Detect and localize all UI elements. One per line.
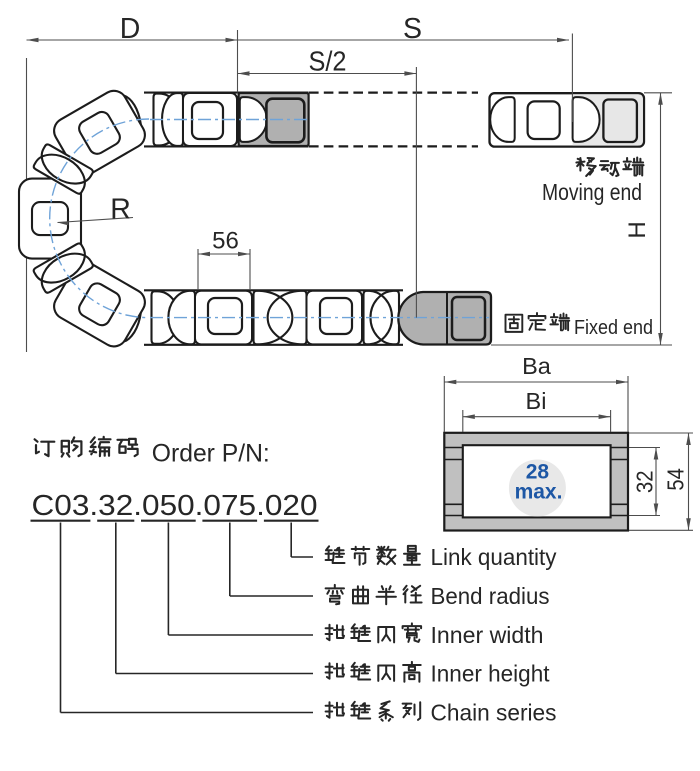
svg-text:Order P/N:: Order P/N:: [152, 440, 270, 467]
svg-text:Link quantity: Link quantity: [431, 544, 557, 570]
svg-text:28: 28: [526, 461, 550, 484]
svg-text:S: S: [403, 13, 422, 45]
svg-text:Inner width: Inner width: [431, 622, 544, 648]
svg-text:Bend radius: Bend radius: [431, 583, 550, 609]
svg-text:S/2: S/2: [309, 46, 347, 77]
svg-text:56: 56: [212, 228, 239, 255]
svg-text:Inner height: Inner height: [431, 661, 551, 687]
svg-text:max.: max.: [515, 481, 563, 504]
svg-text:Moving end: Moving end: [542, 179, 642, 205]
svg-text:H: H: [624, 221, 651, 238]
svg-text:R: R: [110, 194, 131, 226]
svg-text:32: 32: [632, 470, 658, 493]
svg-text:Fixed end: Fixed end: [574, 316, 653, 339]
svg-text:Ba: Ba: [522, 353, 552, 379]
svg-text:D: D: [120, 13, 141, 45]
svg-text:Chain series: Chain series: [431, 700, 557, 726]
svg-text:54: 54: [663, 468, 689, 491]
svg-text:C03.32.050.075.020: C03.32.050.075.020: [32, 490, 318, 522]
svg-text:Bi: Bi: [526, 388, 547, 414]
